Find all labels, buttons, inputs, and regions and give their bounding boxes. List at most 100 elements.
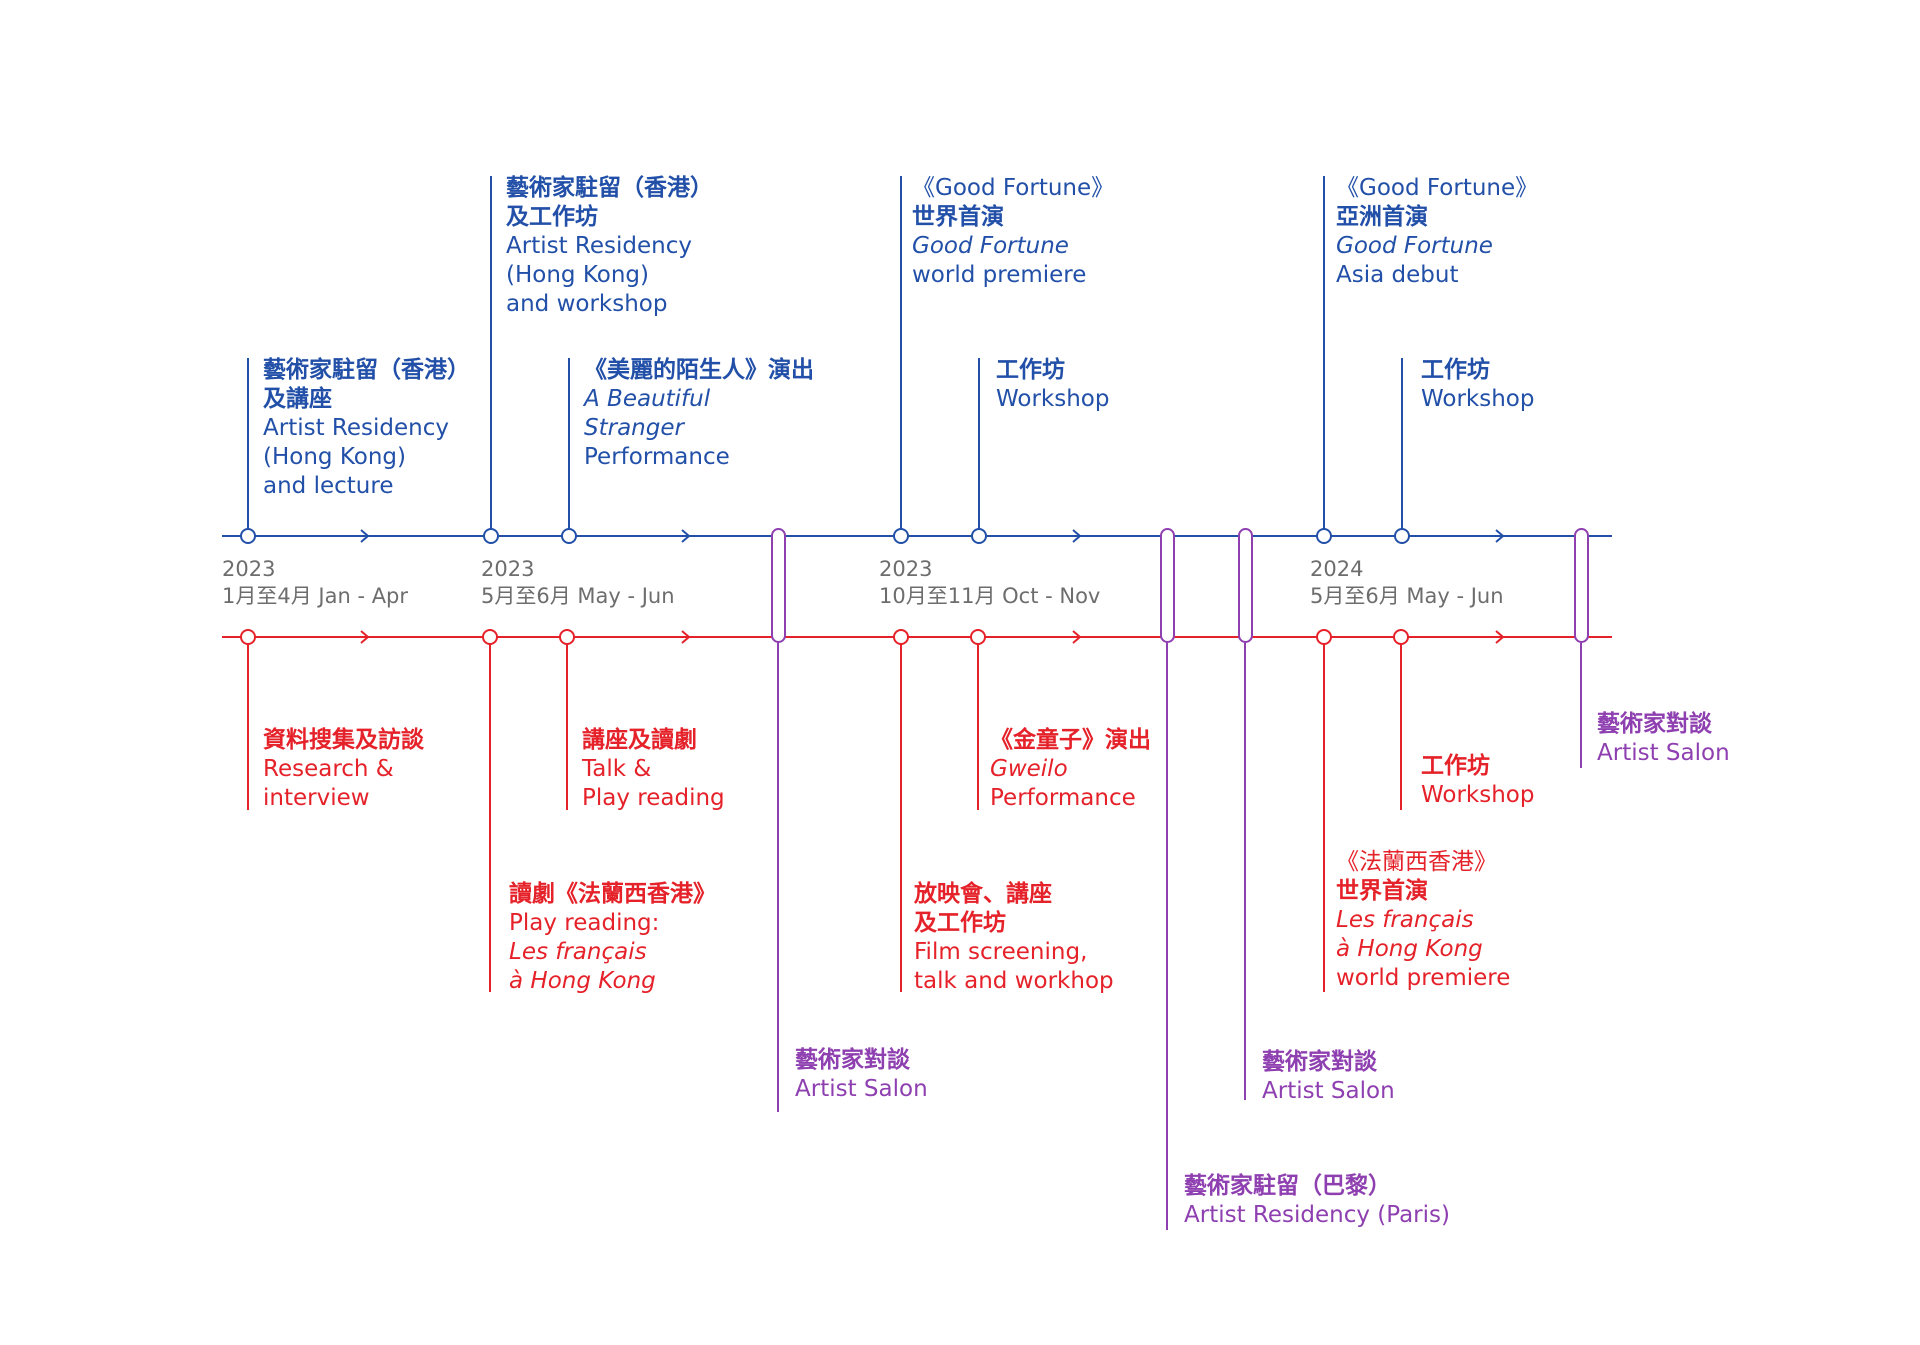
event-title-en: Play reading [582,785,725,811]
event-title-zh: 藝術家對談 [1597,711,1712,737]
red-event-node [1393,629,1409,645]
blue-event-node [893,528,909,544]
date-range: 5月至6月 May - Jun [1310,584,1504,608]
event-title-en: à Hong Kong [1336,936,1483,962]
event-title-en: Performance [584,444,730,470]
event-title-en: world premiere [1336,965,1511,991]
date-label-may-jun-2023: 2023 5月至6月 May - Jun [481,556,675,610]
event-title-en: Stranger [584,415,684,441]
purple-capsule-marker [1160,528,1175,643]
blue-event-good-fortune-world: 《Good Fortune》 世界首演 Good Fortune world p… [912,174,1114,290]
event-title-zh: 世界首演 [912,204,1004,230]
blue-event-node [971,528,987,544]
date-year: 2023 [222,557,276,581]
event-title-zh: 藝術家對談 [795,1047,910,1073]
event-title-zh: 讀劇《法蘭西香港》 [509,881,716,907]
blue-event-good-fortune-asia: 《Good Fortune》 亞洲首演 Good Fortune Asia de… [1336,174,1538,290]
event-title-zh: 《法蘭西香港》 [1336,849,1497,875]
event-title-en: Artist Salon [1262,1078,1395,1104]
event-title-zh: 及講座 [263,386,332,412]
blue-event-node [483,528,499,544]
red-event-node [482,629,498,645]
purple-capsule-marker [1574,528,1589,643]
blue-arrow-icon [681,529,691,543]
event-title-zh: 資料搜集及訪談 [263,727,424,753]
blue-event-workshop-2024: 工作坊 Workshop [1421,356,1534,414]
blue-arrow-icon [1495,529,1505,543]
red-event-node [559,629,575,645]
event-title-zh: 工作坊 [1421,357,1490,383]
date-range: 10月至11月 Oct - Nov [879,584,1101,608]
purple-event-artist-salon-3: 藝術家對談 Artist Salon [1597,710,1730,768]
red-arrow-icon [1495,630,1505,644]
event-title-en: talk and workhop [914,968,1114,994]
red-arrow-icon [1072,630,1082,644]
event-title-en: Workshop [1421,386,1535,412]
event-title-en: Artist Residency (Paris) [1184,1202,1450,1228]
event-title-en: and lecture [263,473,394,499]
blue-event-node [1316,528,1332,544]
event-title-zh: 工作坊 [996,357,1065,383]
blue-event-node [1394,528,1410,544]
event-title-zh: 及工作坊 [506,204,598,230]
blue-arrow-icon [360,529,370,543]
event-title-en: Les français [1336,907,1474,933]
purple-event-residency-paris: 藝術家駐留（巴黎） Artist Residency (Paris) [1184,1172,1450,1230]
purple-capsule-marker [771,528,786,643]
event-title-en: A Beautiful [584,386,711,412]
event-title-zh: 及工作坊 [914,910,1006,936]
event-title-en: Les français [509,939,647,965]
blue-event-node [561,528,577,544]
event-title-zh: 亞洲首演 [1336,204,1428,230]
red-event-node [970,629,986,645]
red-event-workshop-2024: 工作坊 Workshop [1421,752,1534,810]
event-title-en: Asia debut [1336,262,1459,288]
event-title-en: Performance [990,785,1136,811]
event-title-zh: 藝術家駐留（巴黎） [1184,1173,1391,1199]
red-arrow-icon [360,630,370,644]
event-title-en: Talk & [582,756,652,782]
event-title-en: Artist Residency [506,233,692,259]
red-event-node [1316,629,1332,645]
blue-event-node [240,528,256,544]
red-event-play-reading: 讀劇《法蘭西香港》 Play reading: Les français à H… [509,880,716,996]
event-title-en: Artist Salon [795,1076,928,1102]
red-event-gweilo: 《金童子》演出 Gweilo Performance [990,726,1151,813]
event-title-en: Good Fortune [1336,233,1493,259]
event-title-zh: 藝術家駐留（香港） [506,175,713,201]
event-title-en: interview [263,785,370,811]
event-title-en: Film screening, [914,939,1088,965]
date-range: 5月至6月 May - Jun [481,584,675,608]
event-title-en: Good Fortune [912,233,1069,259]
red-event-talk-reading: 講座及讀劇 Talk & Play reading [582,726,725,813]
purple-event-artist-salon-1: 藝術家對談 Artist Salon [795,1046,928,1104]
blue-event-residency-workshop: 藝術家駐留（香港） 及工作坊 Artist Residency (Hong Ko… [506,174,713,319]
event-title-en: and workshop [506,291,668,317]
red-event-les-francais-premiere: 《法蘭西香港》 世界首演 Les français à Hong Kong wo… [1336,848,1510,993]
event-title-zh: 講座及讀劇 [582,727,697,753]
blue-event-workshop-2023: 工作坊 Workshop [996,356,1109,414]
event-title-zh: 《Good Fortune》 [912,175,1115,201]
purple-capsule-marker [1238,528,1253,643]
event-title-en: world premiere [912,262,1087,288]
event-title-zh: 放映會、講座 [914,881,1052,907]
date-label-jan-apr-2023: 2023 1月至4月 Jan - Apr [222,556,408,610]
event-title-en: Gweilo [990,756,1068,782]
event-title-en: Play reading: [509,910,660,936]
blue-event-residency-lecture: 藝術家駐留（香港） 及講座 Artist Residency (Hong Kon… [263,356,470,501]
red-arrow-icon [681,630,691,644]
event-title-zh: 藝術家對談 [1262,1049,1377,1075]
date-year: 2023 [879,557,933,581]
date-year: 2023 [481,557,535,581]
blue-arrow-icon [1072,529,1082,543]
event-title-zh: 《Good Fortune》 [1336,175,1539,201]
date-range: 1月至4月 Jan - Apr [222,584,409,608]
purple-event-artist-salon-2: 藝術家對談 Artist Salon [1262,1048,1395,1106]
event-title-zh: 工作坊 [1421,753,1490,779]
red-event-film-screening: 放映會、講座 及工作坊 Film screening, talk and wor… [914,880,1114,996]
event-title-zh: 世界首演 [1336,878,1428,904]
blue-event-beautiful-stranger: 《美麗的陌生人》演出 A Beautiful Stranger Performa… [584,356,814,472]
red-event-node [240,629,256,645]
event-title-zh: 藝術家駐留（香港） [263,357,470,383]
